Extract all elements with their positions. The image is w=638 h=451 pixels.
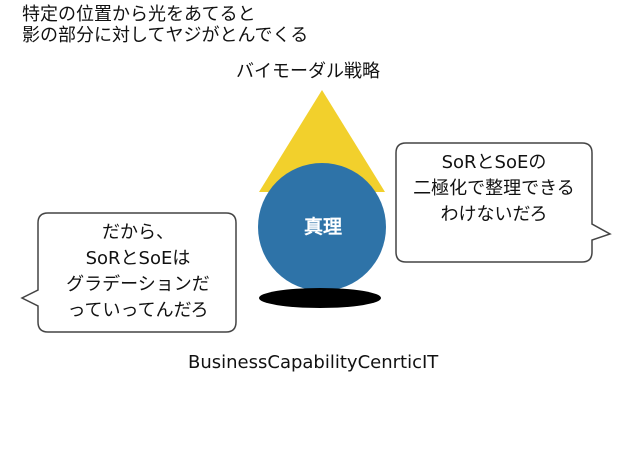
yellow-triangle [259,90,385,192]
intro-line-1: 特定の位置から光をあてると [22,4,256,25]
left-speech-bubble [20,212,237,333]
right-bubble-line: 二極化で整理できる [413,178,575,199]
footer-caption: BusinessCapabilityCenrticIT [188,352,439,373]
diagram-title: バイモーダル戦略 [236,61,380,82]
intro-line-2: 影の部分に対してヤジがとんでくる [22,25,309,46]
intro-text: 特定の位置から光をあてると 影の部分に対してヤジがとんでくる [22,4,308,46]
left-bubble-text: だから、 SoRとSoEは グラデーションだ っていってんだろ [40,220,236,324]
left-bubble-line: だから、 [102,222,174,243]
truth-circle [258,163,386,291]
right-bubble-line: SoRとSoEの [441,152,547,173]
shadow-ellipse [259,288,381,308]
left-bubble-line: SoRとSoEは [85,248,191,269]
left-bubble-line: グラデーションだ [66,274,210,295]
right-bubble-line: わけないだろ [440,204,548,225]
right-speech-bubble [395,142,612,263]
left-bubble-line: っていってんだろ [67,300,209,321]
right-bubble-text: SoRとSoEの 二極化で整理できる わけないだろ [396,150,592,228]
truth-label: 真理 [303,216,342,238]
